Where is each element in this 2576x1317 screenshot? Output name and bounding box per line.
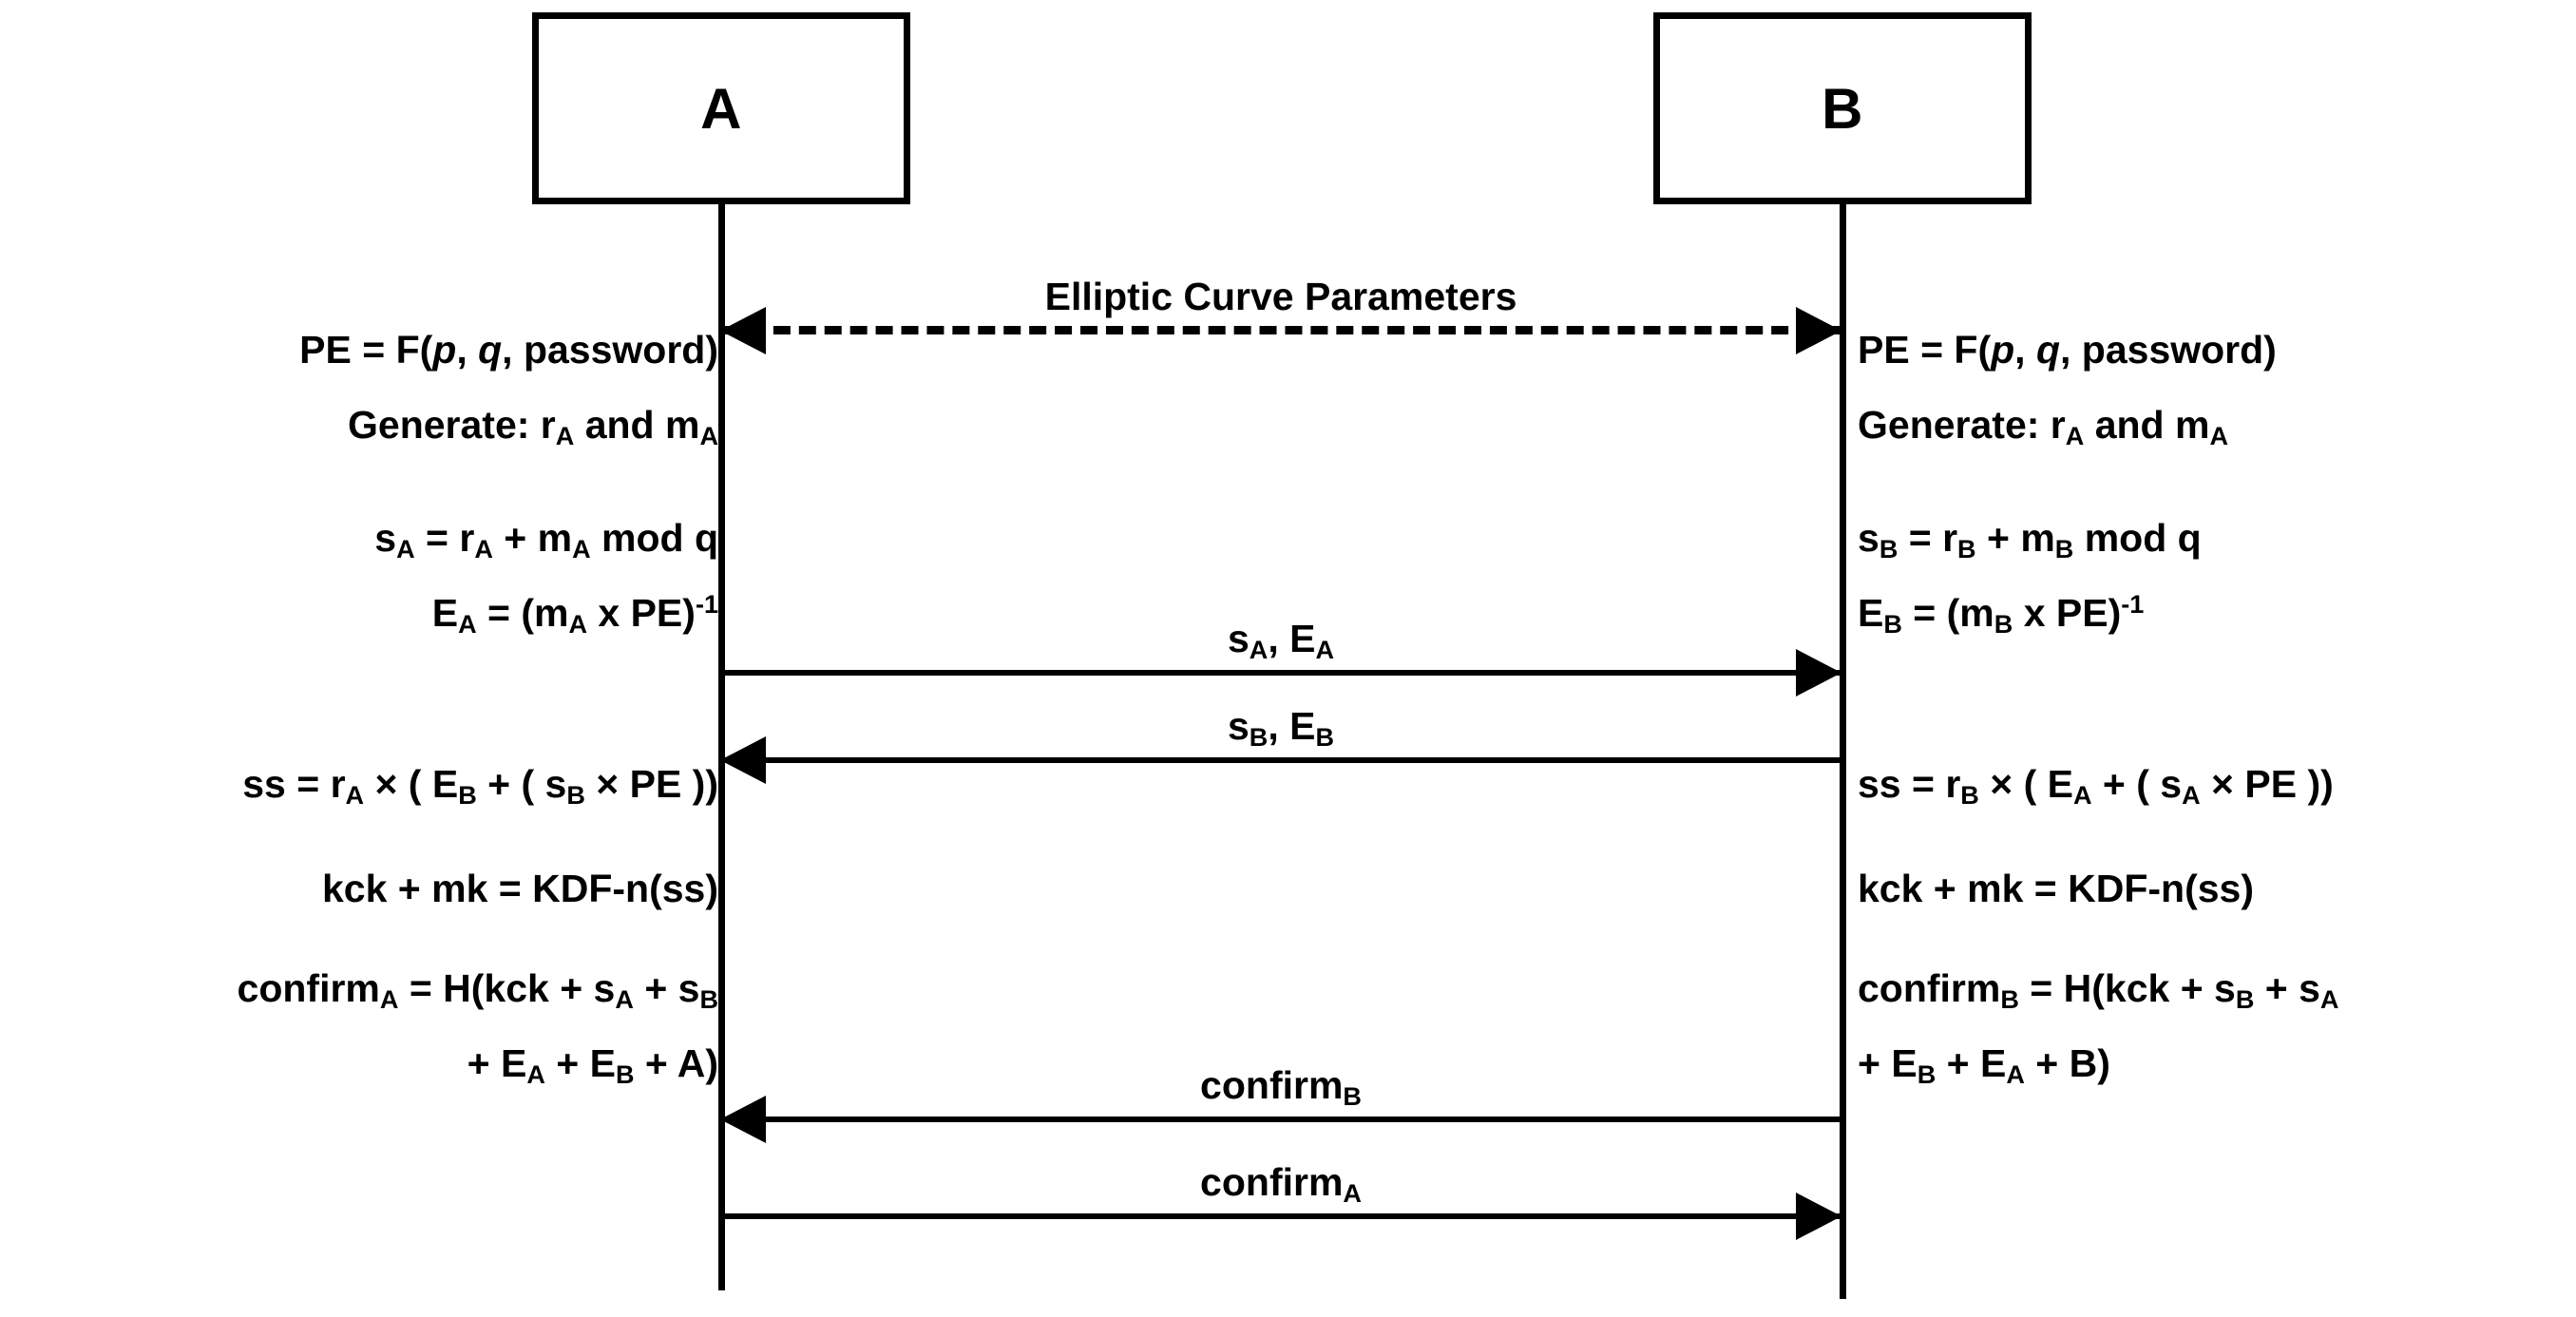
note-line: PE = F(p, q, password) bbox=[299, 328, 718, 372]
arrowhead-left-icon bbox=[720, 1096, 766, 1143]
note-b-confirm: confirmB = H(kck + sB + sA + EB + EA + B… bbox=[1858, 966, 2339, 1090]
actor-box-b: B bbox=[1653, 12, 2032, 204]
actor-label-a: A bbox=[700, 76, 742, 141]
note-line: ss = rA × ( EB + ( sB × PE )) bbox=[242, 762, 718, 811]
message-label-elliptic-curve-parameters: Elliptic Curve Parameters bbox=[1044, 275, 1517, 318]
note-line: kck + mk = KDF-n(ss) bbox=[1858, 867, 2254, 910]
message-line-solid bbox=[722, 757, 1840, 763]
note-line: Generate: rA and mA bbox=[1858, 403, 2228, 451]
message-label-sa-ea: sA, EA bbox=[1227, 617, 1335, 665]
note-a-confirm: confirmA = H(kck + sA + sB + EA + EB + A… bbox=[0, 966, 718, 1090]
note-a-kdf: kck + mk = KDF-n(ss) bbox=[0, 869, 718, 908]
actor-box-a: A bbox=[532, 12, 910, 204]
note-line: kck + mk = KDF-n(ss) bbox=[322, 867, 718, 910]
note-line: confirmB = H(kck + sB + sA bbox=[1858, 966, 2339, 1015]
note-line: sA = rA + mA mod q bbox=[374, 516, 718, 564]
note-b-scalar-element: sB = rB + mB mod q EB = (mB x PE)-1 bbox=[1858, 516, 2202, 639]
arrowhead-right-icon bbox=[1796, 307, 1841, 354]
arrowhead-left-icon bbox=[720, 307, 766, 354]
message-line-solid bbox=[722, 1117, 1840, 1122]
note-line: ss = rB × ( EA + ( sA × PE )) bbox=[1858, 762, 2334, 811]
note-line: PE = F(p, q, password) bbox=[1858, 328, 2277, 372]
note-a-shared-secret: ss = rA × ( EB + ( sB × PE )) bbox=[0, 762, 718, 811]
arrowhead-right-icon bbox=[1796, 649, 1841, 697]
note-line: + EA + EB + A) bbox=[467, 1041, 718, 1090]
message-line-solid bbox=[722, 670, 1840, 676]
message-label-sb-eb: sB, EB bbox=[1227, 704, 1335, 753]
note-a-keygen: PE = F(p, q, password) Generate: rA and … bbox=[0, 328, 718, 451]
arrowhead-left-icon bbox=[720, 736, 766, 784]
arrowhead-right-icon bbox=[1796, 1193, 1841, 1240]
note-line: EB = (mB x PE)-1 bbox=[1858, 589, 2145, 639]
message-label-confirm-b: confirmB bbox=[1200, 1063, 1362, 1112]
note-line: Generate: rA and mA bbox=[348, 403, 718, 451]
note-b-shared-secret: ss = rB × ( EA + ( sA × PE )) bbox=[1858, 762, 2334, 811]
actor-label-b: B bbox=[1822, 76, 1863, 141]
note-line: + EB + EA + B) bbox=[1858, 1041, 2110, 1090]
note-line: sB = rB + mB mod q bbox=[1858, 516, 2202, 564]
note-b-kdf: kck + mk = KDF-n(ss) bbox=[1858, 869, 2254, 908]
note-b-keygen: PE = F(p, q, password) Generate: rA and … bbox=[1858, 328, 2277, 451]
note-a-scalar-element: sA = rA + mA mod q EA = (mA x PE)-1 bbox=[0, 516, 718, 639]
lifeline-b bbox=[1840, 204, 1846, 1299]
note-line: EA = (mA x PE)-1 bbox=[431, 589, 718, 639]
message-line-dashed bbox=[722, 326, 1840, 334]
note-line: confirmA = H(kck + sA + sB bbox=[237, 966, 718, 1015]
message-label-confirm-a: confirmA bbox=[1200, 1160, 1362, 1209]
message-line-solid bbox=[722, 1213, 1840, 1219]
